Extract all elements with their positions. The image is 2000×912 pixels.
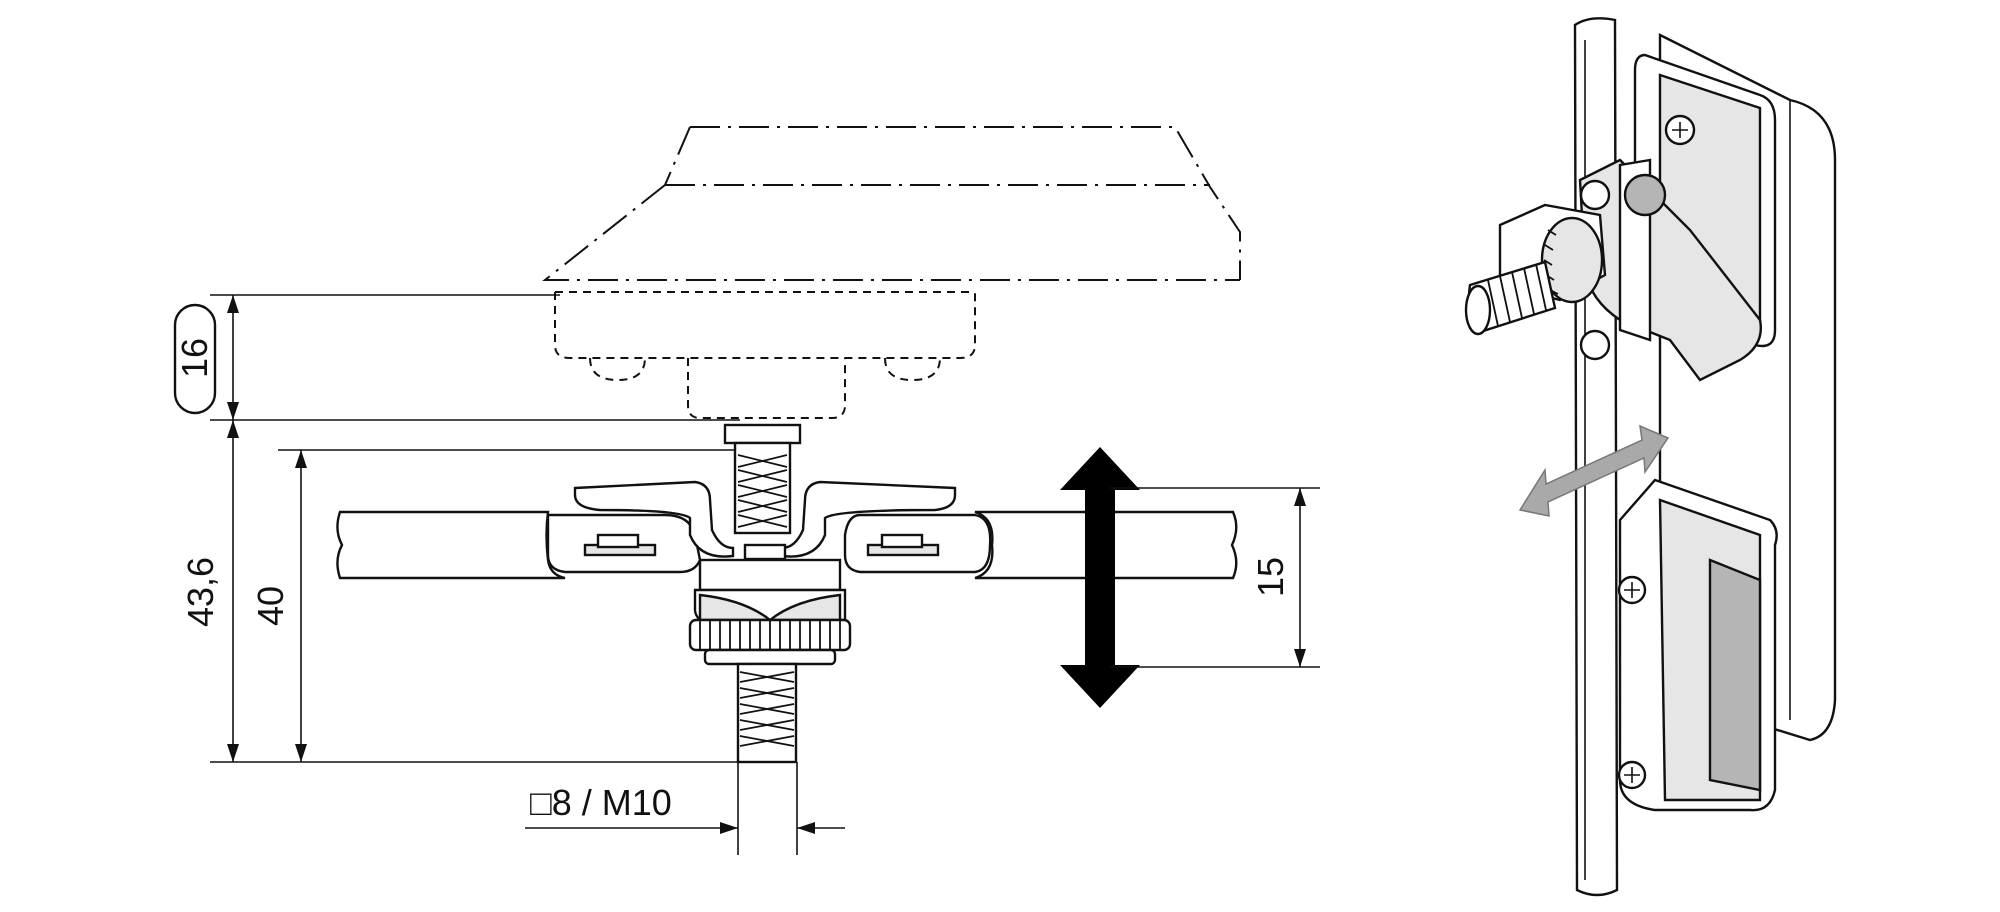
section-view: 16 43,6 40 15 □8 / M1 — [173, 126, 1320, 855]
clamp-hub — [688, 543, 852, 666]
dim-thread: □8 / M10 — [525, 782, 845, 834]
wing-cam-left — [573, 480, 735, 558]
screw-left — [583, 533, 657, 557]
threaded-stud — [1464, 260, 1557, 336]
stud-lower — [736, 662, 798, 764]
hidden-housing — [554, 291, 976, 419]
stud-upper — [723, 423, 802, 535]
phantom-housing — [542, 126, 1241, 281]
panel-left — [336, 510, 566, 580]
dim-16: 16 — [173, 295, 239, 420]
dim-43-6: 43,6 — [180, 420, 239, 762]
dim-43-6-label: 43,6 — [180, 557, 221, 627]
dim-40-label: 40 — [250, 586, 291, 626]
extension-lines — [210, 294, 1320, 855]
wing-cam-right — [780, 480, 957, 558]
clamp-wing — [1578, 158, 1762, 382]
isometric-view — [1464, 17, 1837, 897]
screw-right — [866, 533, 940, 557]
lower-clamp-block — [1617, 478, 1778, 812]
dim-thread-label: □8 / M10 — [530, 782, 672, 823]
dim-15: 15 — [1250, 488, 1306, 667]
dim-15-label: 15 — [1250, 557, 1291, 597]
adjust-double-arrow-icon — [1060, 447, 1140, 708]
dim-16-label: 16 — [174, 338, 215, 378]
direction-arrow-icon — [1518, 424, 1670, 517]
dim-40: 40 — [250, 450, 307, 762]
